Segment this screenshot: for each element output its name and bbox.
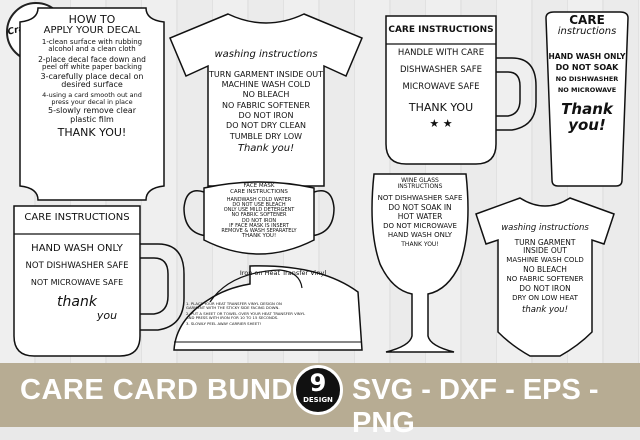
tumbler-thanks: Thank [561, 99, 613, 118]
decal-line: alcohol and a clean cloth [48, 45, 136, 54]
badge-label: DESIGN [303, 396, 333, 404]
mug-top-thanks: THANK YOU [408, 101, 474, 115]
mask-heading: FACE MASK [243, 183, 275, 189]
iron-line: 2. PUT A SHEET OR TOWEL OVER YOUR HEAT T… [186, 310, 306, 316]
onesie-washing-card: washing instructions TURN GARMENT INSIDE… [474, 196, 616, 358]
decal-heading: HOW TO [68, 13, 116, 26]
wine-glass-card: WINE GLASS INSTRUCTIONS NOT DISHWASHER S… [368, 168, 472, 358]
tshirt-thanks: Thank you! [237, 143, 295, 155]
decal-line: 4-using a card smooth out and [42, 90, 142, 99]
mug-bottom-title: CARE INSTRUCTIONS [24, 212, 130, 223]
banner-title: CARE CARD BUNDLE [20, 374, 331, 406]
stars-icon: ★ ★ [429, 116, 453, 130]
iron-line: 1. PLACE YOUR HEAT TRANSFER VINYL DESIGN… [186, 301, 282, 306]
tshirt-line: TUMBLE DRY LOW [229, 131, 303, 141]
wine-line: NOT DISHWASHER SAFE [377, 193, 463, 202]
tshirt-title: washing instructions [214, 49, 318, 60]
iron-title: Iron on Heat Transfer Vinyl [239, 269, 327, 277]
tshirt-line: NO BLEACH [242, 90, 290, 100]
tumbler-heading: CARE [569, 13, 605, 27]
tumbler-line: HAND WASH ONLY [548, 52, 626, 62]
mask-thanks: THANK YOU! [241, 233, 277, 240]
decal-thanks: THANK YOU! [57, 126, 127, 140]
mug-bottom-shape [13, 205, 185, 357]
mask-line: HANDWASH COLD WATER [226, 196, 292, 203]
tshirt-washing-card: washing instructions TURN GARMENT INSIDE… [168, 10, 364, 188]
decal-instructions-card: HOW TO APPLY YOUR DECAL 1-clean surface … [18, 6, 166, 202]
iron-line: GARMENT WITH THE STICKY SIDE FACING DOWN… [186, 304, 280, 310]
mug-bottom-line: NOT DISHWASHER SAFE [25, 261, 129, 271]
iron-shape [173, 265, 363, 351]
decal-line: desired surface [61, 80, 123, 90]
decal-line: press your decal in place [51, 97, 133, 106]
mask-line: REMOVE & WASH SEPARATELY [221, 228, 297, 235]
file-formats: SVG - DXF - EPS - PNG [352, 374, 599, 439]
wine-line: DO NOT SOAK IN [388, 202, 452, 212]
mug-bottom-line: HAND WASH ONLY [31, 242, 123, 254]
wine-glass-shape [371, 173, 469, 353]
tshirt-line: MACHINE WASH COLD [221, 79, 311, 89]
wine-line: DO NOT MICROWAVE [383, 221, 457, 230]
mug-top-line: DISHWASHER SAFE [400, 65, 482, 76]
tumbler-shape [545, 11, 629, 187]
mask-line: ONLY USE MILD DETERGENT [223, 207, 295, 214]
mug-top-shape [385, 15, 537, 165]
design-count-badge: 9 DESIGN [293, 365, 343, 415]
tshirt-line: DO NOT DRY CLEAN [226, 121, 306, 131]
decal-card-frame [19, 7, 165, 201]
mug-care-card-bottom: CARE INSTRUCTIONS HAND WASH ONLY NOT DIS… [12, 204, 188, 358]
decal-subheading: APPLY YOUR DECAL [43, 24, 141, 36]
wine-thanks: THANK YOU! [401, 241, 439, 249]
tumbler-line: NO DISHWASHER [555, 75, 619, 84]
onesie-line: INSIDE OUT [523, 245, 567, 255]
tumbler-line: NO MICROWAVE [557, 86, 617, 95]
decal-line: 1-clean surface with rubbing [41, 38, 143, 47]
wine-heading: WINE GLASS [401, 177, 439, 184]
tumbler-subheading: instructions [557, 25, 617, 37]
onesie-thanks: thank you! [522, 305, 568, 316]
onesie-line: MASHINE WASH COLD [506, 255, 584, 264]
onesie-shape [475, 197, 615, 357]
tshirt-line: DO NOT IRON [238, 111, 294, 121]
decal-line: 2-place decal face down and [38, 54, 146, 64]
face-mask-shape [183, 181, 335, 255]
iron-line: AND PRESS WITH IRON FOR 10 TO 15 SECONDS… [186, 314, 279, 320]
decal-line: plastic film [70, 114, 114, 124]
tshirt-line: NO FABRIC SOFTENER [221, 100, 311, 110]
mug-bottom-thanks: thank [57, 294, 97, 311]
mug-top-title: CARE INSTRUCTIONS [388, 25, 494, 35]
onesie-line: NO FABRIC SOFTENER [506, 274, 584, 283]
onesie-line: DRY ON LOW HEAT [512, 294, 578, 303]
onesie-line: NO BLEACH [523, 265, 567, 275]
wine-line: HAND WASH ONLY [387, 231, 453, 240]
onesie-title: washing instructions [501, 223, 589, 233]
face-mask-card: FACE MASK CARE INSTRUCTIONS HANDWASH COL… [180, 178, 338, 260]
decal-line: 5-slowly remove clear [48, 106, 136, 116]
iron-line: 3. SLOWLY PEEL AWAY CARRIER SHEET! [186, 320, 262, 326]
mug-bottom-line: NOT MICROWAVE SAFE [30, 277, 124, 287]
mug-care-card-top: CARE INSTRUCTIONS HANDLE WITH CARE DISHW… [384, 14, 540, 166]
decal-line: 3-carefully place decal on [40, 71, 144, 81]
tumbler-line: DO NOT SOAK [555, 62, 619, 72]
mask-line: DO NOT USE BLEACH [232, 201, 286, 208]
tumbler-thanks-you: you! [568, 115, 606, 134]
mask-line: IF FACE MASK IS INSERT [229, 222, 289, 229]
mug-top-line: MICROWAVE SAFE [402, 82, 480, 93]
iron-transfer-card: Iron on Heat Transfer Vinyl 1. PLACE YOU… [170, 262, 364, 356]
onesie-line: DO NOT IRON [519, 284, 571, 294]
mask-subheading: CARE INSTRUCTIONS [230, 188, 288, 195]
mug-bottom-thanks-you: you [96, 309, 118, 322]
wine-line: HOT WATER [397, 211, 443, 221]
mask-line: NO FABRIC SOFTENER [231, 212, 287, 219]
tshirt-shape [169, 13, 363, 187]
decal-line: peel off white paper backing [42, 62, 142, 71]
tumbler-care-card: CARE instructions HAND WASH ONLY DO NOT … [544, 10, 630, 188]
onesie-line: TURN GARMENT [514, 237, 576, 247]
tshirt-line: TURN GARMENT INSIDE OUT [208, 69, 323, 79]
badge-number: 9 [309, 369, 327, 397]
mask-line: DO NOT IRON [241, 217, 277, 224]
wine-subheading: INSTRUCTIONS [397, 183, 443, 191]
mug-top-line: HANDLE WITH CARE [397, 48, 485, 59]
